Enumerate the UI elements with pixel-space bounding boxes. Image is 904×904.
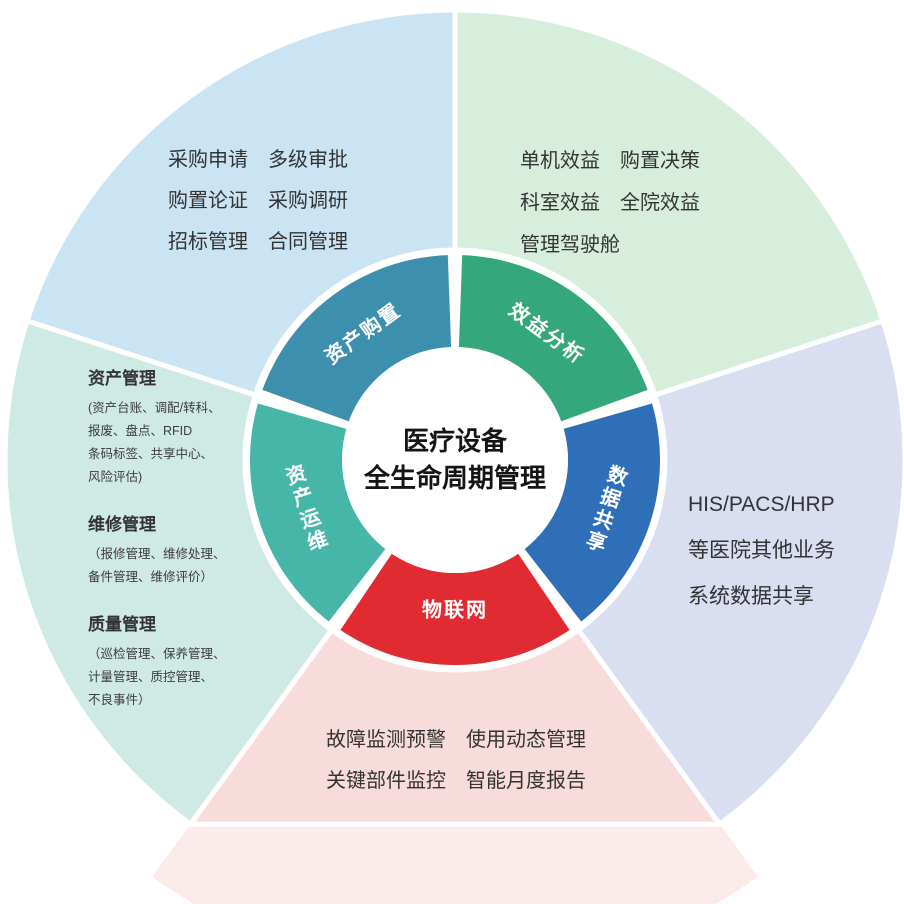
text-line: 单机效益 购置决策 [520,150,700,172]
ops-group-asset: 资产管理 (资产台账、调配/转科、 报废、盘点、RFID 条码标签、共享中心、 … [88,364,293,489]
ops-detail-line: 报废、盘点、RFID [88,424,193,438]
ops-detail-line: （巡检管理、保养管理、 [88,647,226,661]
text-line: 关键部件监控 智能月度报告 [326,770,586,792]
sector-text-data: HIS/PACS/HRP 等医院其他业务 系统数据共享 [688,482,835,620]
sector-text-benefit: 单机效益 购置决策 科室效益 全院效益 管理驾驶舱 [520,140,700,266]
text-line: 购置论证 采购调研 [168,190,348,212]
sector-data-shape [574,317,904,828]
center-title: 医疗设备 全生命周期管理 [364,423,546,497]
ring-data-shape [524,403,661,622]
ring-label-iot: 物联网 [422,599,488,622]
center-circle [342,347,568,573]
sector-benefit-shape [452,7,887,399]
text-line: HIS/PACS/HRP [688,493,835,516]
ops-heading: 质量管理 [88,615,156,634]
sector-procurement-shape [23,7,458,399]
text-line: 系统数据共享 [688,585,814,608]
sector-text-operations: 资产管理 (资产台账、调配/转科、 报废、盘点、RFID 条码标签、共享中心、 … [88,364,293,733]
ops-detail-line: 计量管理、质控管理、 [88,670,214,684]
ops-detail-line: 备件管理、维修评价） [88,570,214,584]
text-line: 故障监测预警 使用动态管理 [326,729,586,751]
sector-operations-shape [2,317,336,828]
ring-operations-shape [249,403,386,622]
sector-text-procurement: 采购申请 多级审批 购置论证 采购调研 招标管理 合同管理 [130,140,386,263]
sector-text-iot: 故障监测预警 使用动态管理 关键部件监控 智能月度报告 [270,720,642,802]
ops-detail-line: 不良事件） [88,693,151,707]
center-title-line1: 医疗设备 [402,426,508,456]
text-line: 采购申请 多级审批 [168,149,348,171]
ops-heading: 维修管理 [88,515,156,534]
sector-iot-overflow-band [152,824,758,904]
ring-iot-shape [340,553,570,666]
ring-procurement-shape [262,255,452,422]
ops-detail-line: 风险评估) [88,470,143,484]
text-line: 科室效益 全院效益 [520,192,700,214]
ops-heading: 资产管理 [88,369,156,388]
ops-group-quality: 质量管理 （巡检管理、保养管理、 计量管理、质控管理、 不良事件） [88,610,293,712]
ring-benefit-shape [458,255,648,422]
text-line: 管理驾驶舱 [520,234,620,256]
sector-iot-shape [185,626,725,827]
ops-detail-line: （报修管理、维修处理、 [88,547,226,561]
text-line: 招标管理 合同管理 [168,231,348,253]
ops-detail-line: (资产台账、调配/转科、 [88,401,221,415]
ops-group-maintenance: 维修管理 （报修管理、维修处理、 备件管理、维修评价） [88,510,293,589]
ops-detail-line: 条码标签、共享中心、 [88,447,214,461]
text-line: 等医院其他业务 [688,539,835,562]
center-title-line2: 全生命周期管理 [363,463,547,493]
